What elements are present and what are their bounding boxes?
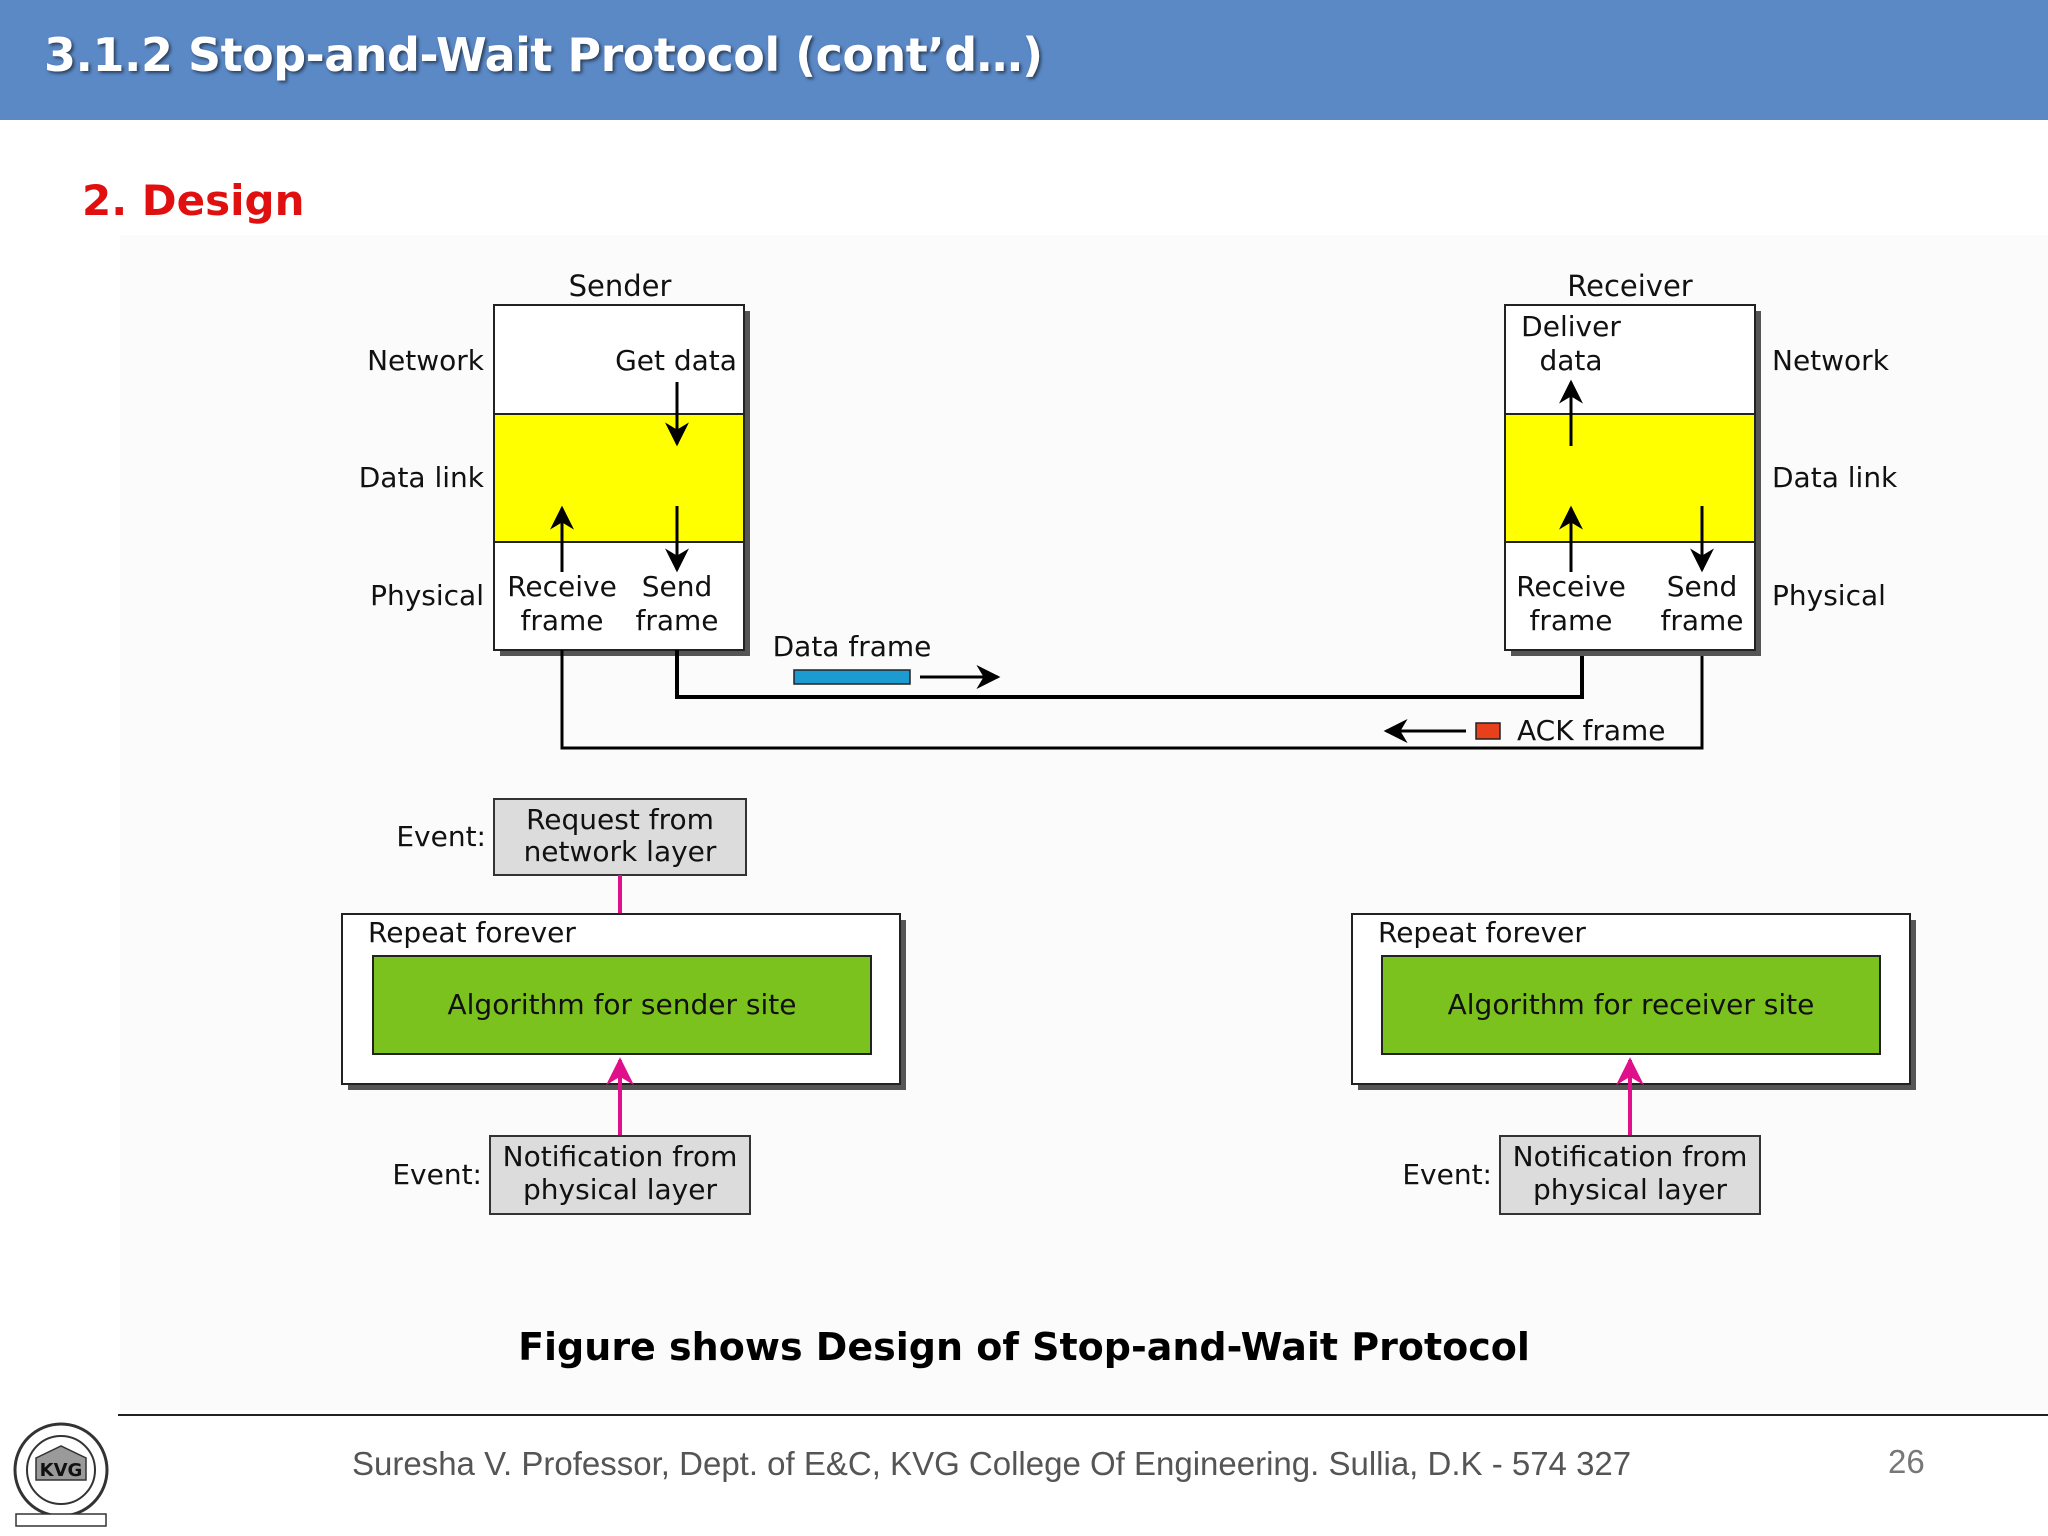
sender-notification-event-box [489, 1135, 751, 1215]
receiver-datalink-band [1506, 414, 1754, 542]
receiver-notification-event-label: Event: [1402, 1158, 1492, 1191]
sender-datalink-label: Data link [359, 461, 485, 494]
receiver-deliver-data-label-2: data [1539, 344, 1602, 377]
sender-get-data-label: Get data [615, 344, 737, 377]
sender-title: Sender [569, 269, 672, 303]
receiver-receive-frame-label-2: frame [1529, 604, 1612, 637]
receiver-network-label: Network [1772, 344, 1890, 377]
receiver-title: Receiver [1567, 269, 1693, 303]
receiver-notification-event-text: Notification from [1513, 1140, 1748, 1173]
sender-request-event-text-2: network layer [524, 835, 717, 868]
sender-notification-event-label: Event: [392, 1158, 482, 1191]
page-number: 26 [1888, 1443, 1925, 1480]
sender-physical-label: Physical [370, 579, 484, 612]
ack-frame-label: ACK frame [1517, 714, 1666, 747]
sender-notification-event-text-2: physical layer [523, 1173, 717, 1206]
sender-receive-frame-label-2: frame [520, 604, 603, 637]
receiver-notification-event-text-2: physical layer [1533, 1173, 1727, 1206]
sender-datalink-band [495, 414, 743, 542]
receiver-receive-frame-label: Receive [1516, 570, 1626, 603]
receiver-stack [1504, 304, 1761, 656]
data-link-line [675, 650, 1584, 699]
receiver-send-frame-label: Send [1667, 570, 1738, 603]
slide-header: 3.1.2 Stop-and-Wait Protocol (cont’d…) [0, 0, 2048, 120]
sender-request-event-box [493, 798, 747, 876]
sender-receive-frame-label: Receive [507, 570, 617, 603]
sender-request-event-text: Request from [526, 803, 714, 836]
sender-send-frame-label-2: frame [635, 604, 718, 637]
slide-title: 3.1.2 Stop-and-Wait Protocol (cont’d…) [44, 28, 1043, 82]
sender-request-event-label: Event: [396, 820, 486, 853]
footer-divider [118, 1414, 2048, 1416]
sender-algorithm-box [372, 955, 872, 1055]
college-logo-icon: KVG [13, 1422, 109, 1527]
sender-notification-event-text: Notification from [503, 1140, 738, 1173]
receiver-deliver-data-label: Deliver [1521, 310, 1621, 343]
stop-and-wait-diagram: Sender Network Data link Physical Get da… [341, 269, 1916, 1215]
sender-network-label: Network [367, 344, 485, 377]
sender-stack [493, 304, 750, 656]
sender-algorithm-text: Algorithm for sender site [448, 988, 797, 1021]
figure-caption: Figure shows Design of Stop-and-Wait Pro… [518, 1325, 1530, 1369]
sender-send-frame-label: Send [642, 570, 713, 603]
receiver-algorithm-box [1381, 955, 1881, 1055]
receiver-algorithm-text: Algorithm for receiver site [1448, 988, 1815, 1021]
receiver-notification-event-box [1499, 1135, 1761, 1215]
data-frame-block [793, 669, 911, 685]
data-frame-label: Data frame [773, 630, 932, 663]
receiver-send-frame-label-2: frame [1660, 604, 1743, 637]
receiver-datalink-label: Data link [1772, 461, 1898, 494]
ack-frame-block [1475, 722, 1501, 740]
svg-text:KVG: KVG [40, 1460, 83, 1481]
receiver-physical-label: Physical [1772, 579, 1886, 612]
sender-repeat-label: Repeat forever [368, 916, 576, 949]
ack-link-line [560, 650, 1704, 750]
footer-author-text: Suresha V. Professor, Dept. of E&C, KVG … [352, 1445, 1632, 1482]
receiver-repeat-label: Repeat forever [1378, 916, 1586, 949]
section-heading: 2. Design [82, 176, 305, 225]
